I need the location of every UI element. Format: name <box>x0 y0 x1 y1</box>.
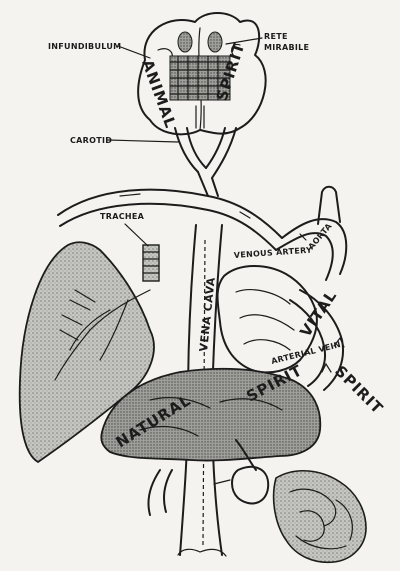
label-trachea: TRACHEA <box>100 212 145 221</box>
label-venous-artery: VENOUS ARTERY <box>234 246 313 260</box>
label-spirit-vital: SPIRIT <box>331 362 387 418</box>
label-mirabile: MIRABILE <box>264 43 309 52</box>
label-carotid: CAROTID <box>70 136 112 145</box>
intestines <box>274 471 366 563</box>
label-rete: RETE <box>264 32 288 41</box>
trachea <box>143 245 159 281</box>
label-infundibulum: INFUNDIBULUM <box>48 42 121 51</box>
carotid-arteries <box>175 128 236 196</box>
